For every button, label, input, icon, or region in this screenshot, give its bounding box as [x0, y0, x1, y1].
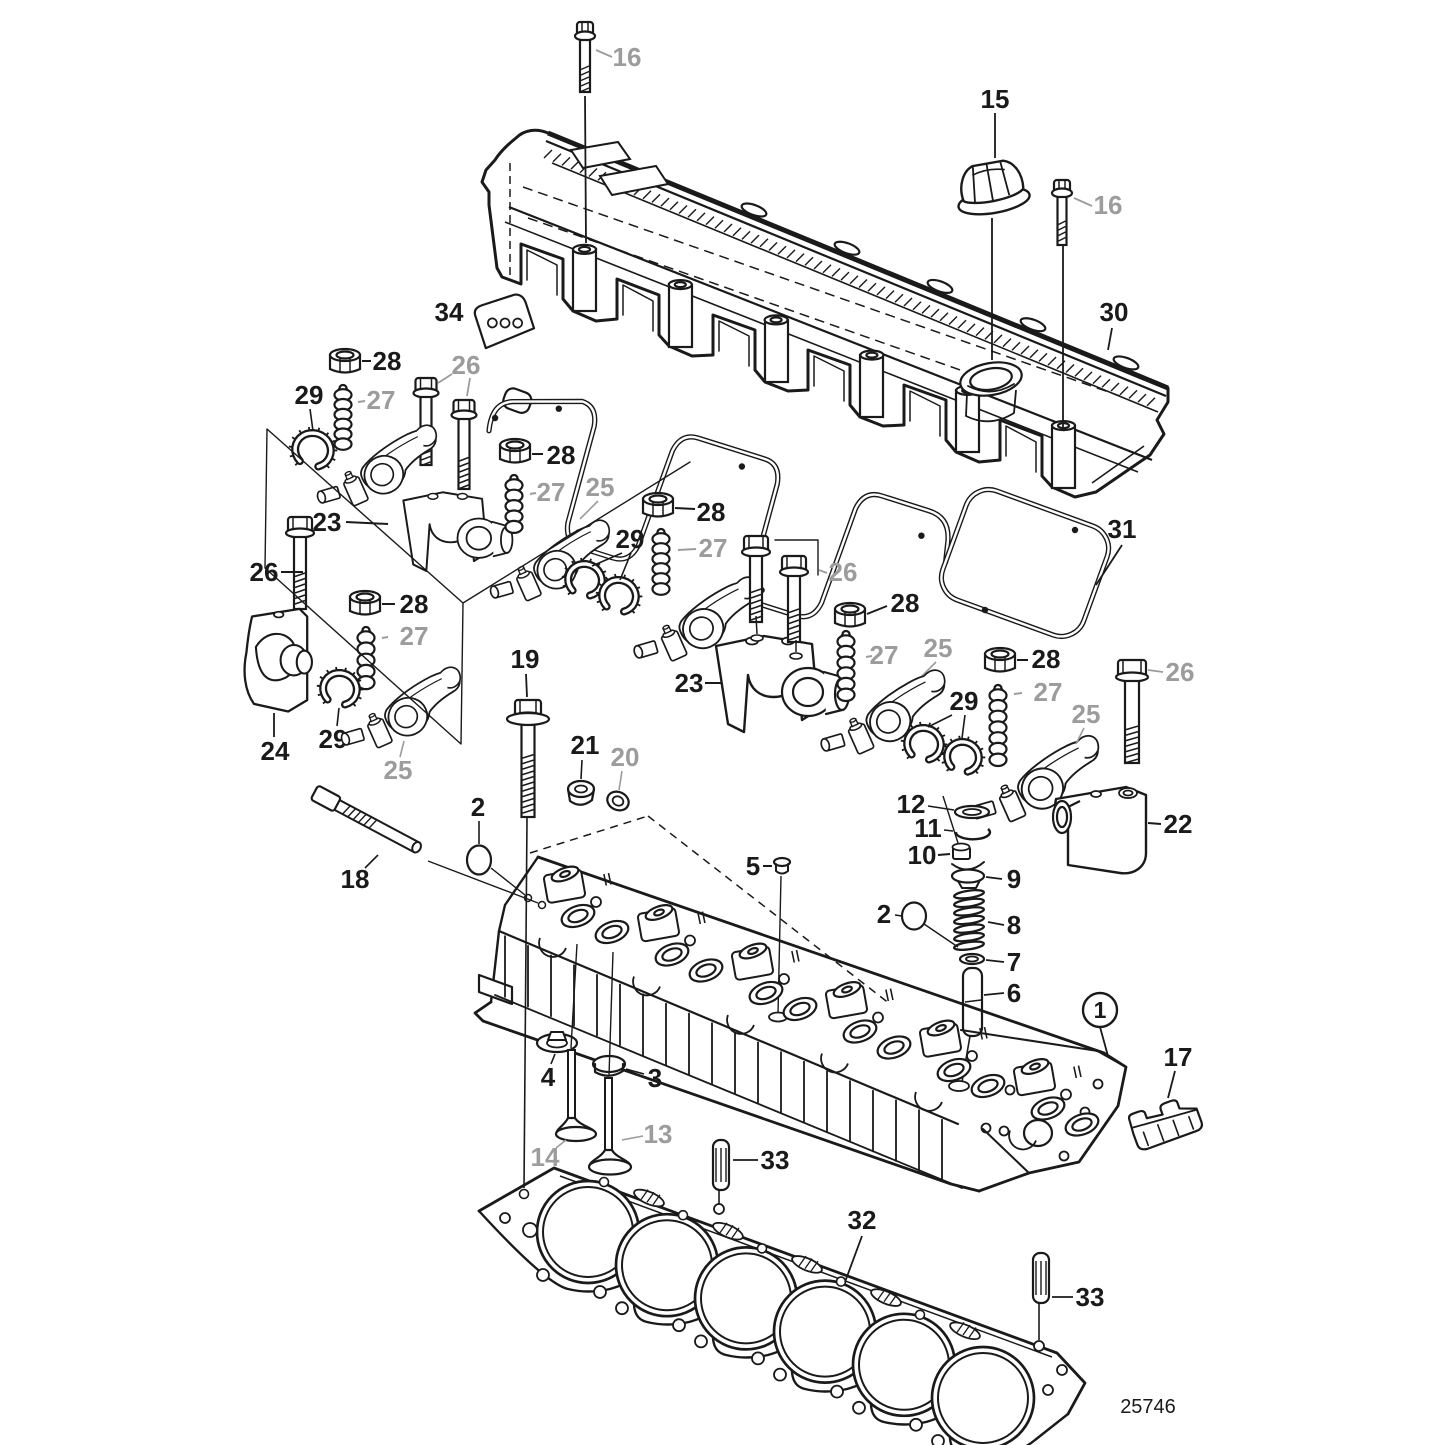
svg-text:2: 2	[471, 792, 485, 822]
svg-text:5: 5	[746, 851, 760, 881]
svg-text:1: 1	[1094, 997, 1107, 1023]
svg-text:13: 13	[644, 1119, 673, 1149]
svg-text:23: 23	[675, 668, 704, 698]
svg-text:26: 26	[452, 350, 481, 380]
svg-text:18: 18	[341, 864, 370, 894]
svg-text:25: 25	[586, 472, 615, 502]
svg-text:28: 28	[373, 346, 402, 376]
svg-text:II: II	[883, 985, 896, 1006]
svg-text:29: 29	[950, 686, 979, 716]
svg-text:29: 29	[616, 524, 645, 554]
svg-text:II: II	[977, 1023, 990, 1044]
svg-text:11: 11	[914, 813, 942, 843]
svg-text:II: II	[1071, 1062, 1084, 1083]
svg-text:25: 25	[924, 633, 953, 663]
svg-text:28: 28	[547, 440, 576, 470]
svg-text:15: 15	[981, 84, 1010, 114]
svg-text:10: 10	[908, 840, 937, 870]
svg-text:II: II	[601, 869, 614, 890]
svg-text:6: 6	[1007, 978, 1021, 1008]
svg-text:4: 4	[541, 1062, 556, 1092]
svg-text:7: 7	[1007, 947, 1021, 977]
svg-text:3: 3	[648, 1063, 662, 1093]
svg-text:34: 34	[435, 297, 464, 327]
svg-text:27: 27	[367, 385, 396, 415]
svg-text:27: 27	[400, 621, 429, 651]
svg-text:12: 12	[897, 789, 926, 819]
svg-text:33: 33	[1076, 1282, 1105, 1312]
svg-text:32: 32	[848, 1205, 877, 1235]
svg-text:25: 25	[1072, 699, 1101, 729]
svg-text:29: 29	[295, 380, 324, 410]
svg-text:9: 9	[1007, 864, 1021, 894]
svg-text:27: 27	[699, 533, 728, 563]
svg-text:2: 2	[877, 899, 891, 929]
svg-text:24: 24	[261, 736, 290, 766]
svg-text:25: 25	[384, 755, 413, 785]
svg-text:20: 20	[611, 742, 640, 772]
svg-text:27: 27	[870, 640, 899, 670]
svg-text:21: 21	[571, 730, 600, 760]
svg-text:22: 22	[1164, 809, 1193, 839]
svg-text:26: 26	[1166, 657, 1195, 687]
svg-text:23: 23	[313, 507, 342, 537]
svg-text:17: 17	[1164, 1042, 1193, 1072]
svg-text:30: 30	[1100, 297, 1129, 327]
svg-text:25746: 25746	[1120, 1396, 1176, 1418]
svg-text:28: 28	[400, 589, 429, 619]
svg-text:27: 27	[1034, 677, 1063, 707]
svg-text:26: 26	[829, 557, 858, 587]
svg-text:28: 28	[697, 497, 726, 527]
svg-text:II: II	[695, 908, 708, 929]
svg-text:16: 16	[613, 42, 642, 72]
svg-text:28: 28	[1032, 644, 1061, 674]
svg-text:27: 27	[537, 477, 566, 507]
svg-text:8: 8	[1007, 910, 1021, 940]
svg-text:33: 33	[761, 1145, 790, 1175]
svg-text:28: 28	[891, 588, 920, 618]
svg-text:II: II	[789, 946, 802, 967]
svg-text:31: 31	[1108, 514, 1137, 544]
svg-text:19: 19	[511, 644, 540, 674]
svg-text:26: 26	[250, 557, 279, 587]
svg-text:16: 16	[1094, 190, 1123, 220]
